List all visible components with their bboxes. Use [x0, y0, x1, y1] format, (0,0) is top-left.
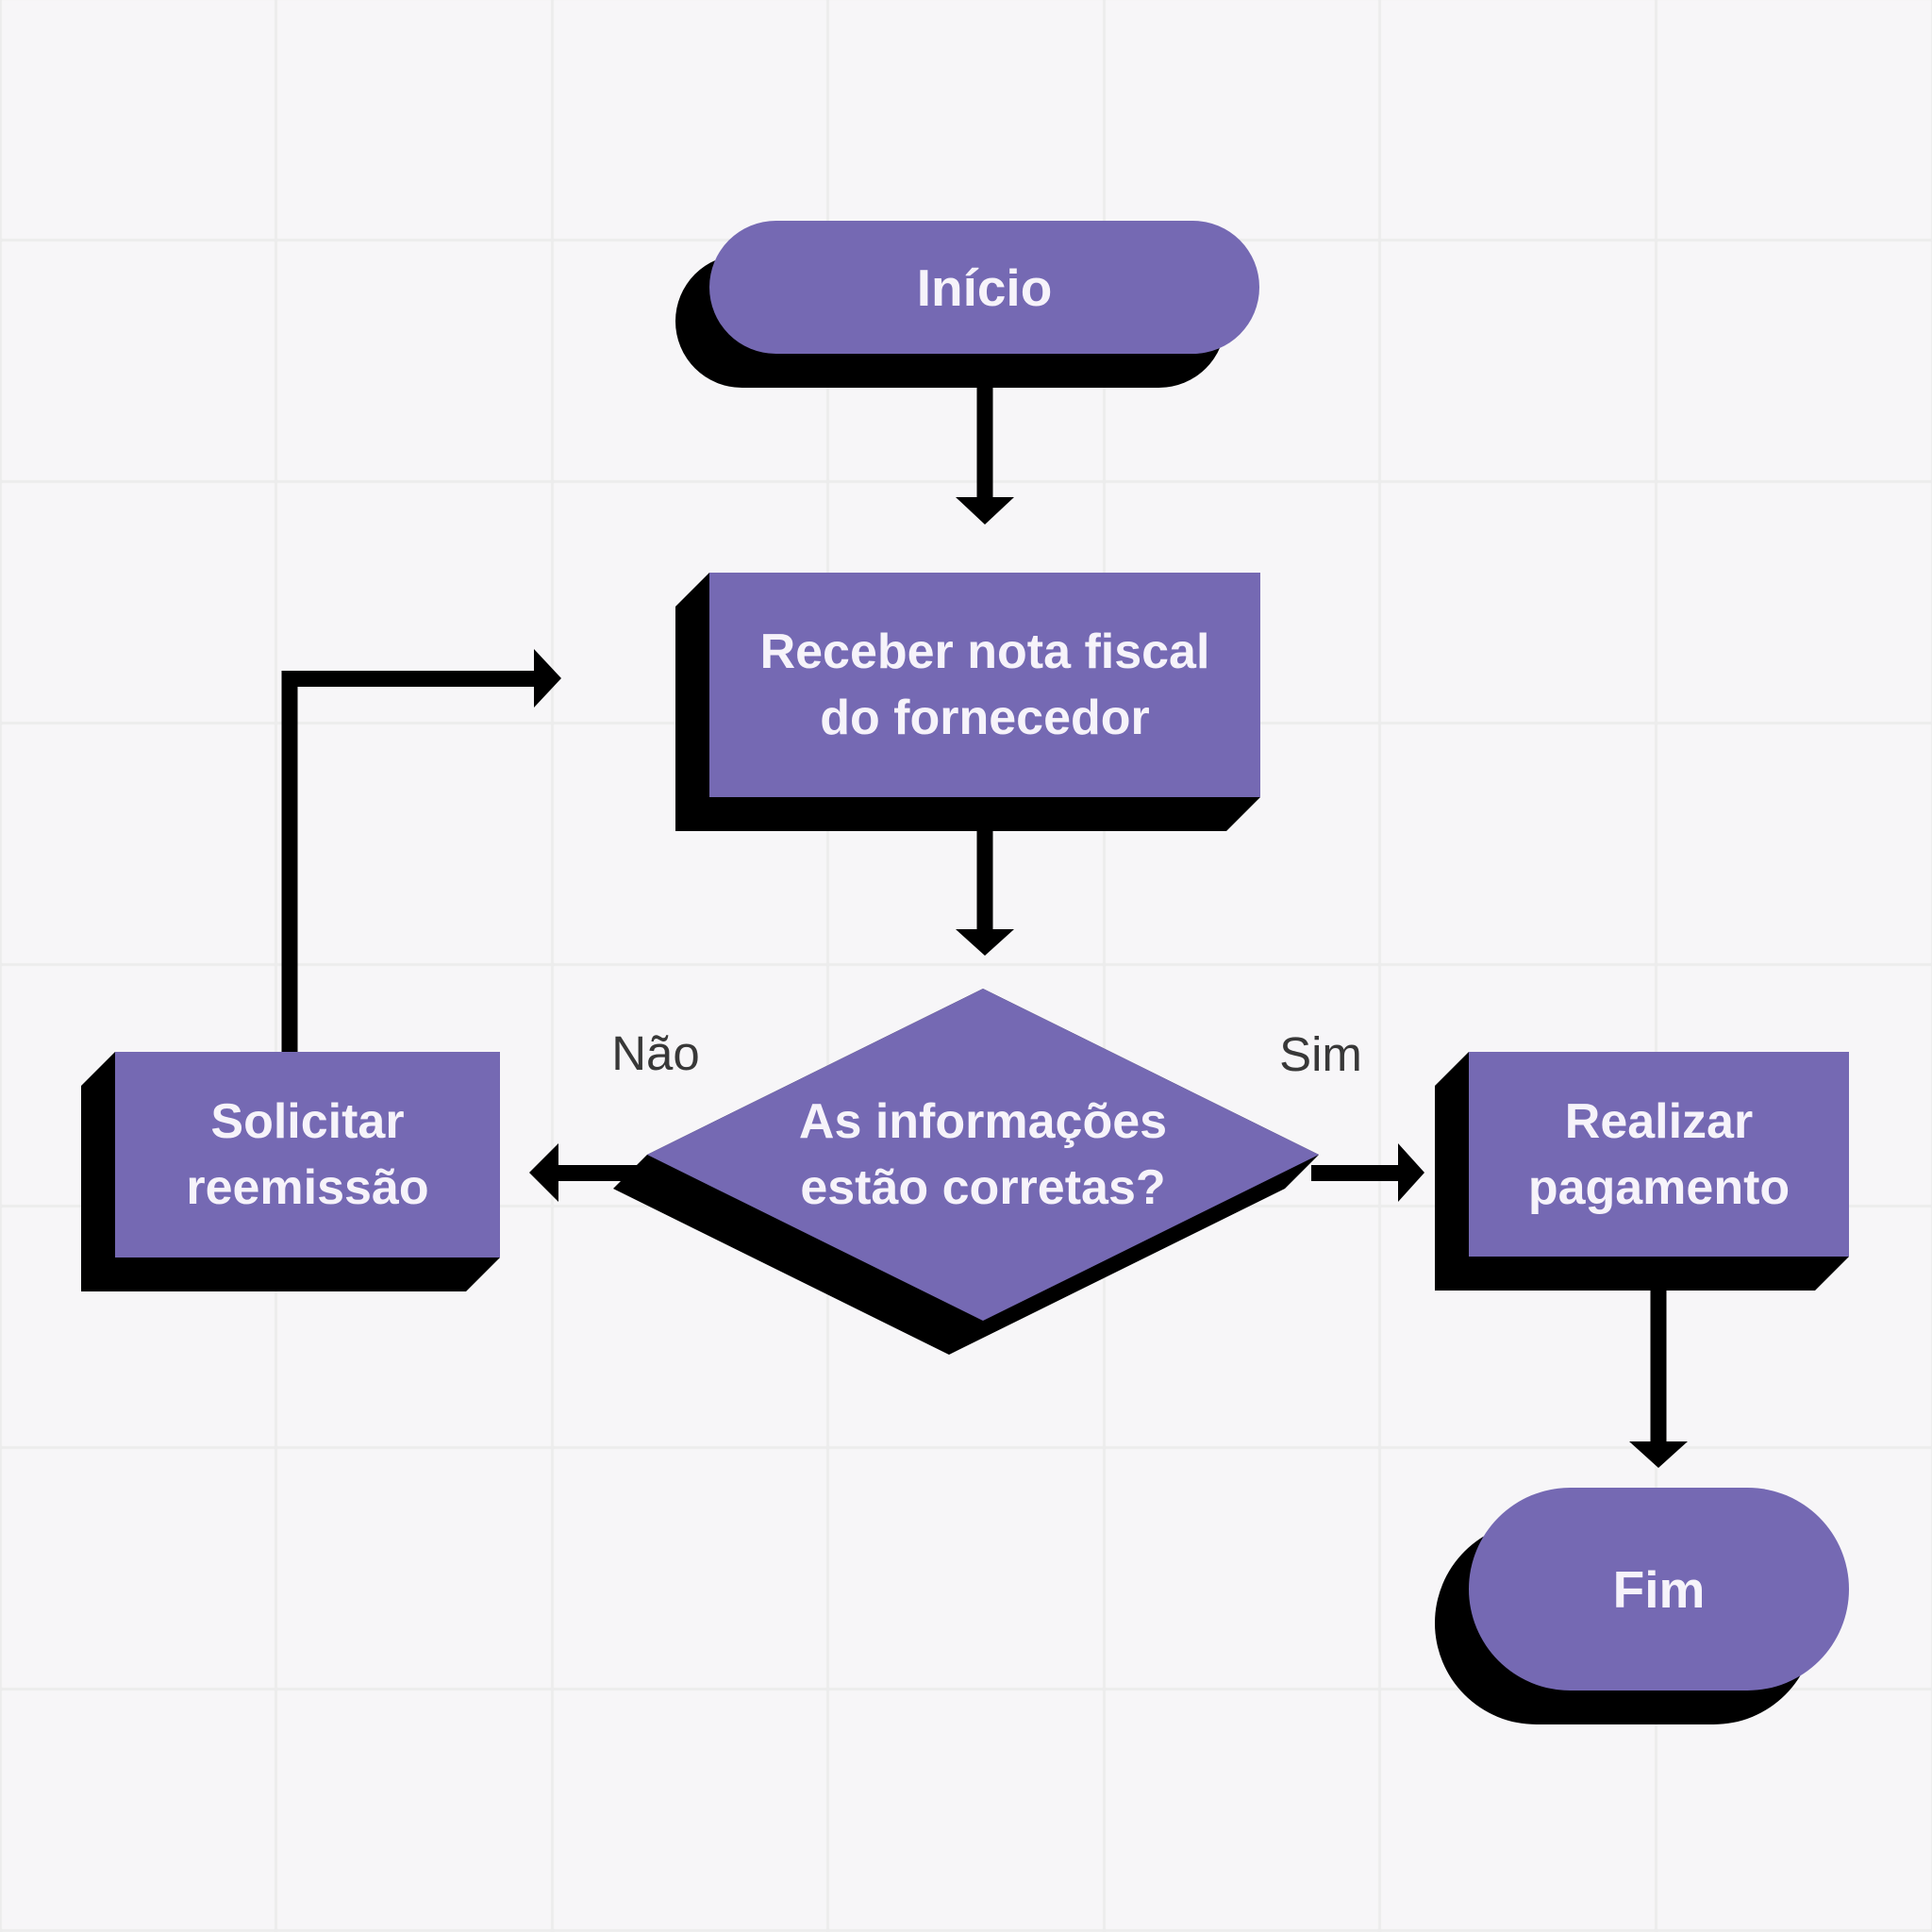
node-fim-label: Fim [1612, 1559, 1706, 1619]
edge-label-nao: Não [611, 1025, 700, 1080]
node-inicio-terminator: Início [709, 221, 1259, 354]
arrow-solicitar-to-receber [281, 649, 561, 1052]
node-inicio-label: Início [916, 258, 1053, 317]
arrow-inicio-to-receber [956, 354, 1014, 525]
arrow-decisao-to-realizar [1311, 1143, 1424, 1202]
node-decisao-label-line1: As informações [798, 1094, 1168, 1149]
node-fim-terminator: Fim [1469, 1488, 1849, 1690]
arrow-receber-to-decisao [956, 797, 1014, 956]
node-realizar-process: Realizar pagamento [1469, 1052, 1849, 1257]
node-receber-label-line1: Receber nota fiscal [759, 625, 1210, 679]
node-receber-process: Receber nota fiscal do fornecedor [709, 573, 1260, 797]
arrow-decisao-to-solicitar [529, 1143, 662, 1202]
arrow-realizar-to-fim [1629, 1257, 1688, 1468]
node-receber-label-line2: do fornecedor [820, 691, 1150, 745]
node-decisao-label-line2: estão corretas? [800, 1160, 1166, 1215]
node-solicitar-label-line2: reemissão [186, 1160, 429, 1215]
node-solicitar-process: Solicitar reemissão [115, 1052, 500, 1257]
node-realizar-label-line2: pagamento [1527, 1159, 1790, 1215]
node-solicitar-label-line1: Solicitar [210, 1094, 405, 1149]
node-realizar-label-line1: Realizar [1564, 1093, 1754, 1149]
edge-label-sim: Sim [1279, 1026, 1362, 1081]
arrow-group [281, 354, 1688, 1468]
